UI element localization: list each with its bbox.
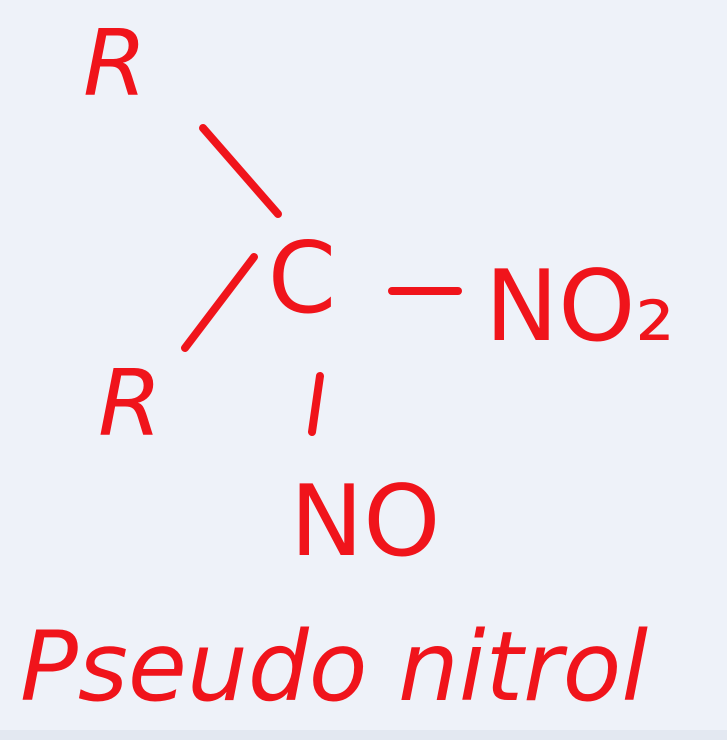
bond-r-top-to-c bbox=[199, 124, 282, 218]
atom-r-left: R bbox=[98, 350, 162, 457]
atom-carbon: C bbox=[268, 222, 336, 336]
group-no: NO bbox=[290, 465, 440, 579]
bond-c-to-no bbox=[308, 372, 324, 436]
bond-c-to-r-left bbox=[181, 253, 258, 352]
atom-r-top: R bbox=[83, 10, 147, 117]
caption-text: Pseudo nitrol bbox=[20, 611, 648, 723]
bottom-strip bbox=[0, 730, 727, 740]
group-no2: NO₂ bbox=[485, 250, 675, 364]
